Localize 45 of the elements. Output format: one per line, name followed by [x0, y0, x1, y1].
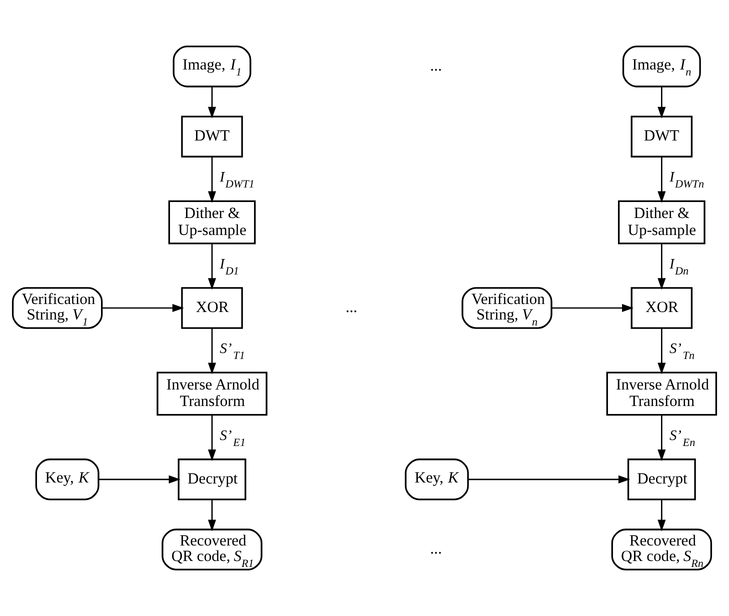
node-box: Key, K: [35, 458, 100, 500]
node-box: Dither & Up-sample: [618, 200, 706, 244]
node-box: DWT: [181, 116, 243, 158]
node-box: DWT: [630, 116, 693, 158]
node-box: XOR: [181, 287, 243, 329]
node-box: Recovered QR code, S$_{Rn}$: [611, 528, 712, 570]
edge-label: S’$_{T1}$: [220, 340, 245, 362]
edge-label: I$_{D1}$: [220, 256, 239, 278]
node-box: Inverse Arnold Transform: [606, 372, 718, 416]
arrow: [208, 86, 216, 118]
edge-label: I$_{DWT1}$: [220, 170, 254, 191]
arrow: [208, 244, 216, 290]
label: ...: [346, 299, 358, 316]
arrow: [658, 328, 666, 374]
node-box: Image, I$_{n}$: [622, 46, 701, 88]
edge-label: I$_{Dn}$: [669, 256, 689, 278]
edge-label: S’$_{E1}$: [220, 428, 246, 449]
arrow: [658, 415, 666, 462]
arrow: [552, 304, 634, 312]
node-box: XOR: [630, 287, 693, 329]
arrow: [658, 156, 666, 203]
edge-label: I$_{DWTn}$: [669, 170, 704, 191]
arrow: [102, 304, 184, 312]
arrow: [208, 328, 216, 374]
arrow: [208, 156, 216, 203]
arrow: [208, 415, 216, 462]
node-box: Verification String, V$_{n}$: [462, 287, 552, 329]
node-box: Dither & Up-sample: [168, 200, 256, 244]
arrow: [208, 500, 216, 532]
arrow: [658, 86, 666, 118]
arrow: [658, 500, 666, 532]
node-box: Decrypt: [627, 458, 696, 500]
edge-label: S’$_{En}$: [669, 428, 696, 449]
arrow: [98, 475, 180, 484]
node-box: Key, K: [404, 458, 469, 500]
edge-label: S’$_{Tn}$: [669, 340, 695, 362]
arrow: [468, 475, 630, 484]
node-box: Inverse Arnold Transform: [156, 372, 268, 416]
arrow: [658, 244, 666, 290]
node-box: Verification String, V$_{1}$: [12, 287, 103, 329]
label: ...: [430, 58, 442, 75]
label: ...: [430, 540, 442, 558]
node-box: Image, I$_{1}$: [172, 46, 252, 88]
node-box: Recovered QR code, S$_{R1}$: [162, 528, 262, 570]
node-box: Decrypt: [178, 458, 246, 500]
